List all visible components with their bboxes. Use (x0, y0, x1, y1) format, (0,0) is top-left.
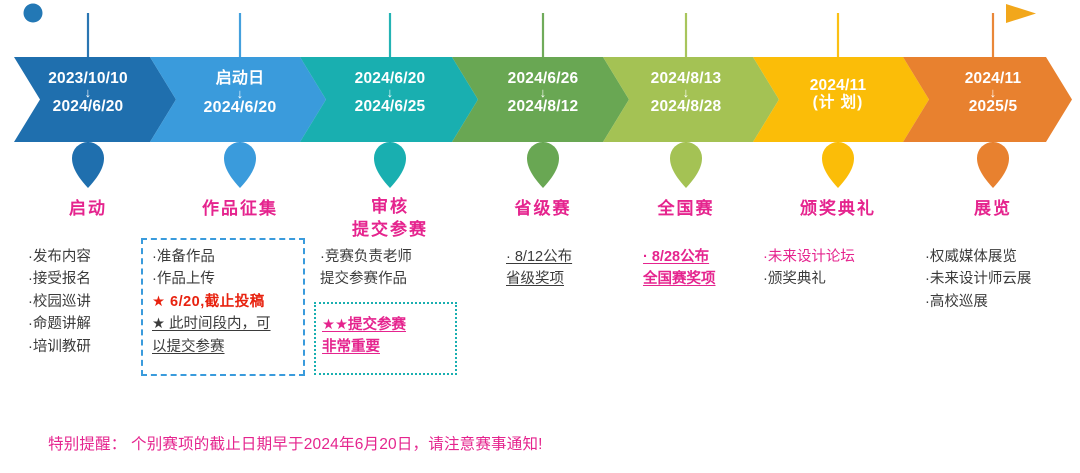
stage-title-launch: 启动 (69, 199, 107, 218)
stage-title-review-line2: 提交参赛 (352, 219, 428, 239)
chevron-segment-2 (150, 57, 326, 142)
pin-markers (72, 142, 1009, 188)
pin-marker-7 (977, 142, 1009, 188)
start-dot-icon (23, 3, 43, 23)
detail-item: ·未来设计师云展 (925, 271, 1032, 288)
chevron-date-bottom-1: 2024/6/20 (52, 98, 124, 116)
stage-title-ceremony: 颁奖典礼 (800, 199, 876, 218)
chevron-date-bottom-3: 2024/6/25 (354, 98, 426, 116)
detail-item-deadline: ★ 6/20,截止投稿 (152, 293, 265, 310)
chevron-shapes (14, 57, 1072, 142)
chevron-date-top-4: 2024/6/26 (507, 70, 579, 87)
chevron-segment-1 (14, 57, 176, 142)
chevron-label-6: 2024/11 (计 划) (810, 77, 867, 112)
detail-item: ·校园巡讲 (28, 293, 91, 310)
stage-title-review: 审核 提交参赛 (352, 196, 428, 242)
detail-item: 以提交参赛 (152, 338, 225, 355)
chevron-date-top-5: 2024/8/13 (650, 70, 722, 87)
stage-title-exhibition: 展览 (974, 199, 1012, 218)
special-notice: 特别提醒： 个别赛项的截止日期早于2024年6月20日，请注意赛事通知! (48, 436, 543, 453)
chevron-date-top-3: 2024/6/20 (354, 70, 426, 87)
pin-marker-3 (374, 142, 406, 188)
chevron-date-bottom-2: 2024/6/20 (203, 98, 277, 116)
chevron-label-4: 2024/6/26 ↓ 2024/8/12 (508, 70, 579, 116)
right-arrow-icon (1006, 4, 1036, 23)
chevron-segment-7 (903, 57, 1072, 142)
stage-title-submission: 作品征集 (202, 199, 278, 218)
detail-item: · 8/12公布 (506, 249, 573, 265)
detail-column-submission: ·准备作品 ·作品上传 ★ 6/20,截止投稿 ★ 此时间段内，可 以提交参赛 (152, 246, 302, 358)
chevron-label-1: 2023/10/10 ↓ 2024/6/20 (48, 70, 128, 116)
detail-columns: ·发布内容 ·接受报名 ·校园巡讲 ·命题讲解 ·培训教研 ·准备作品 ·作品上… (0, 238, 1080, 386)
detail-item: 提交参赛作品 (320, 271, 407, 288)
detail-item: ·未来设计论坛 (763, 249, 855, 265)
chevron-date-top-6: 2024/11 (809, 77, 867, 94)
chevron-date-bottom-5: 2024/8/28 (650, 98, 722, 116)
chevron-label-2: 启动日 ↓ 2024/6/20 (204, 70, 277, 117)
detail-item: 全国赛奖项 (643, 271, 716, 288)
chevron-label-7: 2024/11 ↓ 2025/5 (965, 70, 1022, 116)
highlight-box-review (314, 302, 457, 375)
stage-title-review-line1: 审核 (371, 197, 409, 216)
chevron-segment-5 (603, 57, 779, 142)
detail-column-review-boxed: ★★提交参赛 非常重要 (322, 314, 462, 359)
chevron-segment-4 (452, 57, 629, 142)
pin-marker-4 (527, 142, 559, 188)
detail-item: ·竞赛负责老师 (320, 249, 412, 265)
chevron-arrow-7: ↓ (989, 85, 997, 101)
stage-title-national: 全国赛 (657, 199, 715, 218)
chevron-label-3: 2024/6/20 ↓ 2024/6/25 (355, 70, 426, 116)
pin-marker-5 (670, 142, 702, 188)
detail-item: ·高校巡展 (925, 293, 988, 310)
highlight-box-submission (141, 238, 305, 376)
chevron-date-top-1: 2023/10/10 (48, 70, 128, 87)
stage-title-provincial: 省级赛 (514, 199, 572, 218)
detail-column-launch: ·发布内容 ·接受报名 ·校园巡讲 ·命题讲解 ·培训教研 (28, 246, 153, 358)
detail-column-exhibition: ·权威媒体展览 ·未来设计师云展 ·高校巡展 (925, 246, 1080, 313)
chevron-date-top-2: 启动日 (215, 70, 265, 87)
detail-item: ·准备作品 (152, 249, 215, 265)
detail-column-national: · 8/28公布 全国赛奖项 (643, 246, 773, 291)
detail-item: ·培训教研 (28, 338, 91, 355)
detail-item: ·作品上传 (152, 271, 215, 288)
detail-item: · 8/28公布 (643, 249, 710, 265)
chevron-arrow-3: ↓ (386, 85, 394, 101)
detail-item: ·权威媒体展览 (925, 249, 1017, 265)
pin-marker-6 (822, 142, 854, 188)
detail-item-important: ★★提交参赛 (322, 317, 406, 333)
chevron-date-bottom-6: (计 划) (812, 94, 864, 112)
detail-item: ·命题讲解 (28, 316, 91, 333)
chevron-segment-6 (753, 57, 929, 142)
detail-item: 省级奖项 (506, 271, 564, 288)
chevron-date-top-7: 2024/11 (964, 70, 1022, 87)
detail-column-ceremony: ·未来设计论坛 ·颁奖典礼 (763, 246, 913, 291)
detail-column-provincial: · 8/12公布 省级奖项 (506, 246, 636, 291)
chevron-arrow-2: ↓ (236, 85, 244, 101)
detail-item: ·发布内容 (28, 249, 91, 265)
chevron-band: 2023/10/10 ↓ 2024/6/20 启动日 ↓ 2024/6/20 2… (0, 57, 1080, 142)
chevron-arrow-5: ↓ (682, 85, 690, 101)
pin-marker-2 (224, 142, 256, 188)
detail-column-review: ·竞赛负责老师 提交参赛作品 (320, 246, 470, 291)
pin-marker-1 (72, 142, 104, 188)
detail-item-important: 非常重要 (322, 339, 380, 356)
chevron-date-bottom-7: 2025/5 (968, 98, 1018, 116)
chevron-date-bottom-4: 2024/8/12 (507, 98, 579, 116)
detail-item: ·颁奖典礼 (763, 271, 826, 288)
chevron-segment-3 (300, 57, 478, 142)
detail-item: ★ 此时间段内，可 (152, 316, 271, 333)
chevron-arrow-4: ↓ (539, 85, 547, 101)
detail-item: ·接受报名 (28, 271, 91, 288)
chevron-arrow-1: ↓ (84, 85, 92, 101)
chevron-label-5: 2024/8/13 ↓ 2024/8/28 (651, 70, 722, 116)
